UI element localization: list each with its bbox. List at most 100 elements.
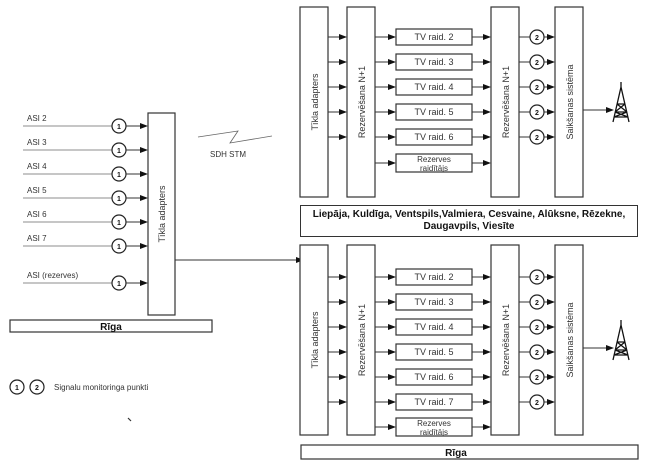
- transmitter-row: TV raid. 4 2: [328, 318, 555, 336]
- top_site-network-adapter-label: Tīkla adapters: [310, 73, 320, 131]
- arrowhead-icon: [140, 147, 148, 153]
- arrowhead-icon: [339, 34, 347, 40]
- arrowhead-icon: [339, 349, 347, 355]
- arrowhead-icon: [547, 34, 555, 40]
- transmitter-row: TV raid. 2 2: [328, 28, 555, 46]
- tv-transmitter-label: TV raid. 7: [414, 397, 453, 407]
- transmitter-row: TV raid. 3 2: [328, 293, 555, 311]
- arrowhead-icon: [339, 59, 347, 65]
- monitor-point-1-text: 1: [117, 172, 121, 179]
- arrowhead-icon: [483, 399, 491, 405]
- top-site: Tīkla adapters Rezervēšana N+1 Rezervēšana…: [299, 6, 630, 198]
- legend-marker-1-text: 1: [15, 385, 19, 392]
- tv-transmitter-label: TV raid. 2: [414, 32, 453, 42]
- reserve-transmitter-label-1: Rezerves: [417, 155, 451, 164]
- monitor-point-2-text: 2: [535, 35, 539, 42]
- monitor-point-1-text: 1: [117, 196, 121, 203]
- arrowhead-icon: [388, 109, 396, 115]
- legend-marker-2-text: 2: [35, 385, 39, 392]
- legend-label: Signalu monitoringa punkti: [54, 383, 149, 392]
- arrowhead-icon: [483, 84, 491, 90]
- arrowhead-icon: [547, 349, 555, 355]
- tv-transmitter-label: TV raid. 5: [414, 107, 453, 117]
- arrowhead-icon: [388, 299, 396, 305]
- arrowhead-icon: [547, 399, 555, 405]
- arrowhead-icon: [483, 34, 491, 40]
- top_site-redundancy-in-label: Rezervēšana N+1: [357, 66, 367, 138]
- sdh-link-zigzag: [197, 130, 273, 144]
- monitor-point-1-text: 1: [117, 148, 121, 155]
- top_site-redundancy-in-box: [346, 6, 376, 198]
- reserve-transmitter-label-1: Rezerves: [417, 419, 451, 428]
- bottom_site-redundancy-out-box: [490, 244, 520, 436]
- arrowhead-icon: [483, 109, 491, 115]
- arrowhead-icon: [388, 59, 396, 65]
- arrowhead-icon: [483, 424, 491, 430]
- transmitter-row: TV raid. 7 2: [328, 393, 555, 411]
- tv-transmitter-label: TV raid. 6: [414, 372, 453, 382]
- asi-input-row: ASI (rezerves)1: [23, 271, 148, 291]
- top_site-redundancy-out-label: Rezervēšana N+1: [501, 66, 511, 138]
- monitor-point-2-text: 2: [535, 400, 539, 407]
- left-network-adapter-label: Tīkla adapters: [157, 185, 167, 243]
- transmitter-row: TV raid. 6 2: [328, 368, 555, 386]
- antenna-tower-icon: [612, 81, 630, 123]
- bottom_site-combiner-box: [554, 244, 584, 436]
- arrowhead-icon: [388, 349, 396, 355]
- monitor-point-2-text: 2: [535, 325, 539, 332]
- asi-input-row: ASI 4 1: [23, 162, 148, 182]
- tv-transmitter-label: TV raid. 4: [414, 82, 453, 92]
- tv-transmitter-label: TV raid. 4: [414, 322, 453, 332]
- asi-input-label: ASI 7: [27, 234, 47, 243]
- monitor-point-2-text: 2: [535, 300, 539, 307]
- tv-transmitter-label: TV raid. 3: [414, 297, 453, 307]
- monitor-point-2-text: 2: [535, 110, 539, 117]
- arrowhead-icon: [140, 171, 148, 177]
- bottom_site-combiner-label: Saikšanas sistēma: [565, 302, 575, 377]
- bottom_site-network-adapter-label: Tīkla adapters: [310, 311, 320, 369]
- arrowhead-icon: [483, 349, 491, 355]
- asi-input-row: ASI 21: [23, 114, 148, 134]
- arrowhead-icon: [547, 299, 555, 305]
- arrowhead-icon: [388, 399, 396, 405]
- bottom_site-redundancy-in-label: Rezervēšana N+1: [357, 304, 367, 376]
- arrowhead-icon: [339, 109, 347, 115]
- arrowhead-icon: [339, 299, 347, 305]
- bottom-site-label: Rīga: [445, 448, 467, 459]
- arrowhead-icon: [339, 374, 347, 380]
- arrowhead-icon: [388, 34, 396, 40]
- top-site-cities: Liepāja, Kuldīga, Ventspils,Valmiera, Ce…: [312, 209, 626, 232]
- arrowhead-icon: [547, 374, 555, 380]
- arrowhead-icon: [339, 274, 347, 280]
- arrowhead-icon: [388, 274, 396, 280]
- bottom-site-label-box: [300, 444, 639, 460]
- left-site-label: Rīga: [100, 322, 122, 333]
- arrowhead-icon: [388, 134, 396, 140]
- monitor-point-2-text: 2: [535, 135, 539, 142]
- arrowhead-icon: [140, 195, 148, 201]
- transmitter-row: TV raid. 3 2: [328, 53, 555, 71]
- top_site-combiner-box: [554, 6, 584, 198]
- monitor-point-2-text: 2: [535, 60, 539, 67]
- asi-input-label: ASI 6: [27, 210, 47, 219]
- arrowhead-icon: [483, 134, 491, 140]
- tv-transmitter-label: TV raid. 5: [414, 347, 453, 357]
- tv-transmitter-label: TV raid. 6: [414, 132, 453, 142]
- arrowhead-icon: [140, 123, 148, 129]
- arrowhead-icon: [388, 160, 396, 166]
- arrowhead-icon: [483, 374, 491, 380]
- monitor-point-2-text: 2: [535, 275, 539, 282]
- asi-input-label: ASI 5: [27, 186, 47, 195]
- asi-input-label: ASI 4: [27, 162, 47, 171]
- monitor-point-2-text: 2: [535, 350, 539, 357]
- monitor-point-2-text: 2: [535, 85, 539, 92]
- monitor-point-2-text: 2: [535, 375, 539, 382]
- arrowhead-icon: [140, 243, 148, 249]
- arrowhead-icon: [388, 84, 396, 90]
- tv-transmitter-label: TV raid. 3: [414, 57, 453, 67]
